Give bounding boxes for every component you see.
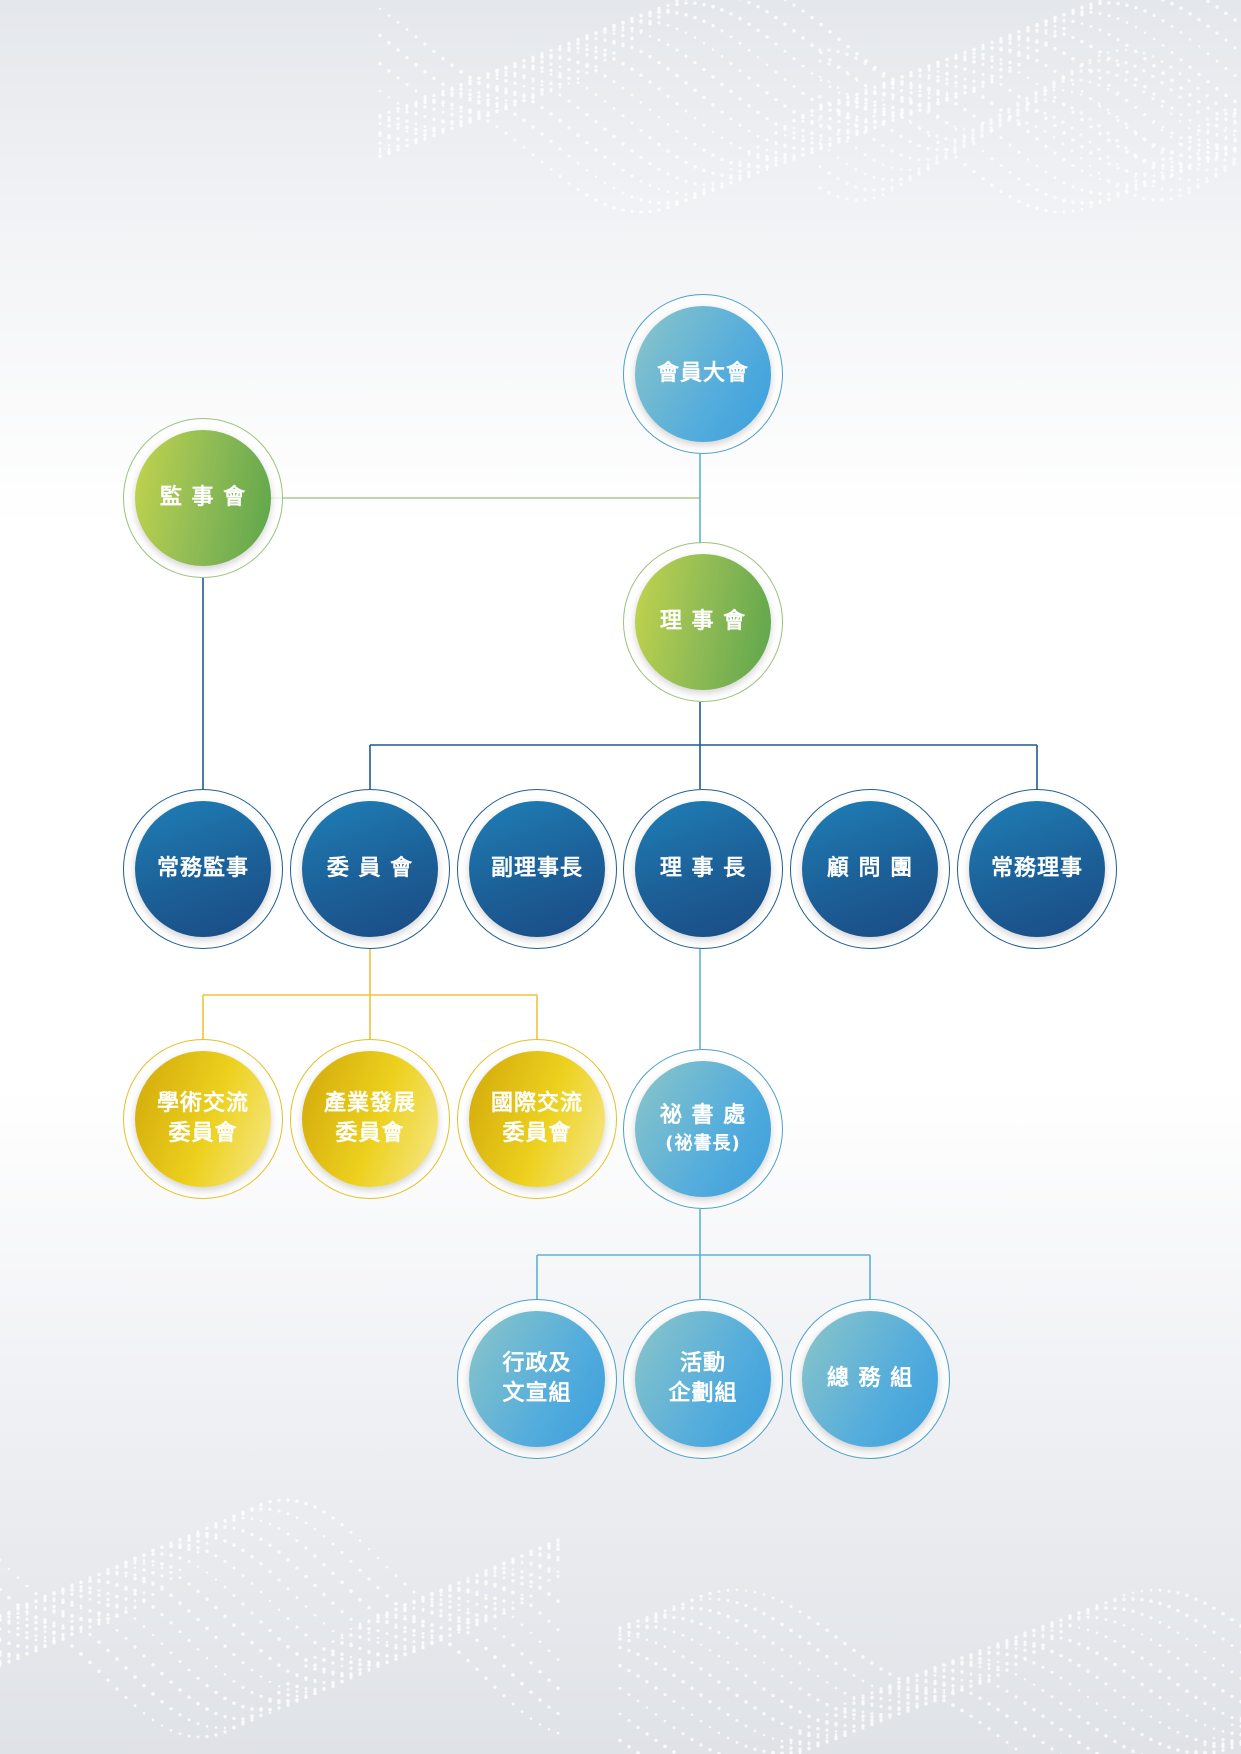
line-committees-to-subcommittees — [202, 949, 538, 1039]
node-label-line2: 委員會 — [335, 1121, 405, 1146]
node-committees: 委 員 會 — [290, 789, 450, 949]
node-board: 理 事 會 — [623, 542, 783, 702]
node-label-line2: 文宣組 — [502, 1381, 572, 1406]
node-disc: 常務理事 — [969, 801, 1105, 937]
node-disc: 會員大會 — [635, 306, 771, 442]
node-disc: 產業發展 委員會 — [302, 1051, 438, 1187]
node-standing-director: 常務理事 — [957, 789, 1117, 949]
node-label-line1: 活動 — [679, 1350, 726, 1376]
node-label: 常務理事 — [990, 855, 1083, 881]
node-secretariat: 祕 書 處 (祕書長) — [623, 1049, 783, 1209]
node-disc: 委 員 會 — [302, 801, 438, 937]
node-label-line2: 企劃組 — [668, 1381, 738, 1406]
node-supervisors: 監 事 會 — [123, 418, 283, 578]
node-label: 總 務 組 — [826, 1365, 914, 1391]
node-disc: 學術交流 委員會 — [135, 1051, 271, 1187]
node-disc: 國際交流 委員會 — [469, 1051, 605, 1187]
node-label-line1: 國際交流 — [490, 1090, 583, 1116]
node-label: 理 事 會 — [659, 608, 747, 634]
node-advisors: 顧 問 團 — [790, 789, 950, 949]
node-label: 會員大會 — [656, 360, 749, 386]
node-standing-supervisor: 常務監事 — [123, 789, 283, 949]
line-secretariat-to-groups — [536, 1209, 871, 1299]
node-label-line2: (祕書長) — [665, 1132, 741, 1154]
node-label: 常務監事 — [156, 855, 249, 881]
node-label: 顧 問 團 — [826, 855, 914, 881]
node-disc: 活動 企劃組 — [635, 1311, 771, 1447]
node-disc: 理 事 長 — [635, 801, 771, 937]
node-label-line2: 委員會 — [502, 1121, 572, 1146]
node-disc: 行政及 文宣組 — [469, 1311, 605, 1447]
node-industry-committee: 產業發展 委員會 — [290, 1039, 450, 1199]
node-international-committee: 國際交流 委員會 — [457, 1039, 617, 1199]
node-label-line2: 委員會 — [168, 1121, 238, 1146]
node-academic-committee: 學術交流 委員會 — [123, 1039, 283, 1199]
node-chair: 理 事 長 — [623, 789, 783, 949]
node-disc: 監 事 會 — [135, 430, 271, 566]
node-disc: 祕 書 處 (祕書長) — [635, 1061, 771, 1197]
node-label: 監 事 會 — [159, 484, 247, 510]
node-general-affairs-group: 總 務 組 — [790, 1299, 950, 1459]
node-disc: 顧 問 團 — [802, 801, 938, 937]
node-label-line1: 行政及 — [502, 1350, 572, 1376]
line-board-to-leaders — [369, 702, 1038, 789]
node-disc: 總 務 組 — [802, 1311, 938, 1447]
node-disc: 理 事 會 — [635, 554, 771, 690]
node-label-line1: 產業發展 — [323, 1090, 416, 1116]
node-label-line1: 祕 書 處 — [659, 1103, 747, 1129]
node-label: 副理事長 — [490, 855, 583, 881]
node-admin-group: 行政及 文宣組 — [457, 1299, 617, 1459]
node-events-group: 活動 企劃組 — [623, 1299, 783, 1459]
node-label-line1: 學術交流 — [156, 1090, 249, 1116]
node-disc: 常務監事 — [135, 801, 271, 937]
node-general-assembly: 會員大會 — [623, 294, 783, 454]
node-disc: 副理事長 — [469, 801, 605, 937]
node-label: 理 事 長 — [659, 855, 747, 881]
node-vice-chair: 副理事長 — [457, 789, 617, 949]
node-label: 委 員 會 — [326, 855, 414, 881]
